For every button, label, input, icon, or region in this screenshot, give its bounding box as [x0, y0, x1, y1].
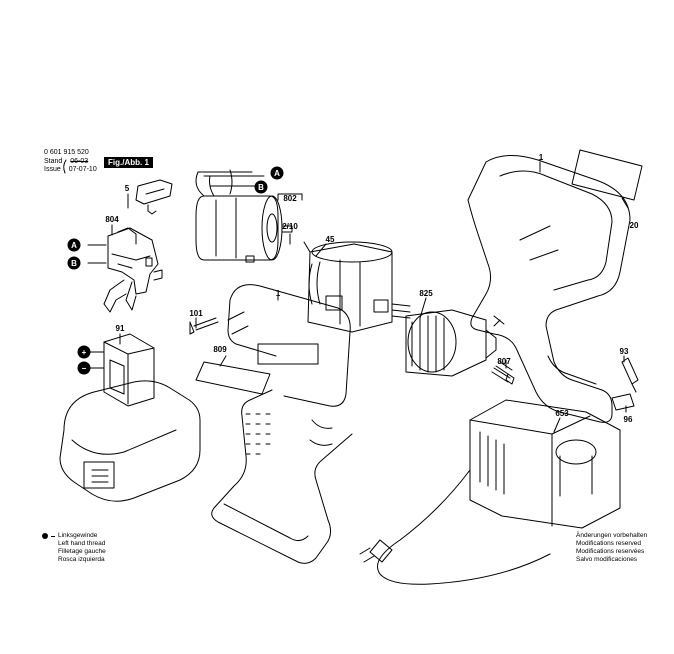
issue-label: Issue 07-07-10 [44, 166, 97, 174]
connector-plus-label: + [82, 348, 87, 357]
screw-807-drawing [491, 367, 515, 385]
callout-825: 825 [419, 289, 433, 298]
stand-label: Stand 06-03 [44, 158, 88, 166]
battery-drawing [59, 333, 201, 502]
legend-right-line-2: Modifications reserved [576, 540, 642, 547]
connector-b-left-label: B [71, 259, 77, 268]
label-strip-drawing [195, 361, 271, 395]
part-number-label: 0 601 915 520 [44, 149, 89, 156]
callout-93: 93 [620, 347, 629, 356]
date-bracket [63, 159, 67, 174]
callout-5: 5 [125, 184, 130, 193]
chuck-drawing [405, 309, 513, 377]
callout-802: 802 [283, 194, 297, 203]
connector-b-top-label: B [258, 183, 264, 192]
legend-modifications: Änderungen vorbehalten Modifications res… [576, 532, 647, 564]
stand-text: Stand [44, 158, 63, 165]
callout-653: 653 [555, 409, 569, 418]
legend-right-line-4: Salvo modificaciones [576, 556, 638, 563]
connector-a-left [67, 238, 81, 252]
left-hand-thread-dash [51, 536, 55, 537]
legend-left-hand-thread: Linksgewinde Left hand thread Filletage … [58, 532, 106, 564]
legend-left-line-2: Left hand thread [58, 540, 106, 547]
legend-left-line-4: Rosca izquierda [58, 556, 105, 563]
bit-93-drawing [621, 357, 639, 393]
connector-b-left [67, 256, 81, 270]
issue-date: 07-07-10 [68, 166, 97, 173]
leader-lines [111, 161, 629, 433]
legend-right-line-1: Änderungen vorbehalten [576, 532, 648, 539]
callout-2-10: 2/10 [282, 222, 298, 231]
connector-minus [77, 361, 91, 375]
drill-body-drawing [211, 284, 353, 564]
legend-right-line-3: Modifications reservées [576, 548, 645, 555]
callout-45: 45 [326, 235, 335, 244]
left-hand-thread-marker [42, 533, 48, 539]
connector-a-top [270, 166, 284, 180]
callout-1-body: 1 [276, 289, 281, 298]
connector-minus-label: − [82, 364, 87, 373]
callout-804: 804 [105, 215, 119, 224]
stand-date: 06-03 [70, 158, 89, 165]
motor-drawing [195, 169, 293, 263]
connector-a-left-label: A [71, 241, 77, 250]
legend-left-line-1: Linksgewinde [58, 532, 98, 539]
gearbox-drawing [303, 241, 411, 333]
screw-101-drawing [189, 317, 219, 335]
callout-1-housing: 1 [539, 153, 544, 162]
switch-clip-drawing [135, 179, 173, 215]
switch-drawing [87, 227, 163, 313]
callout-809: 809 [213, 345, 227, 354]
callout-91: 91 [116, 324, 125, 333]
clip-96-drawing [611, 393, 635, 411]
connector-b-top [254, 180, 268, 194]
callout-101: 101 [189, 309, 203, 318]
issue-text: Issue [44, 166, 61, 173]
callout-96: 96 [624, 415, 633, 424]
callout-20: 20 [630, 221, 639, 230]
figure-badge: Fig./Abb. 1 [104, 157, 153, 168]
legend-left-line-3: Filletage gauche [58, 548, 106, 555]
housing-half-drawing [467, 155, 631, 423]
connector-a-top-label: A [274, 169, 280, 178]
charger-drawing [359, 399, 621, 585]
connector-plus [77, 345, 91, 359]
callout-807: 807 [497, 357, 511, 366]
label-20-drawing [571, 149, 643, 201]
